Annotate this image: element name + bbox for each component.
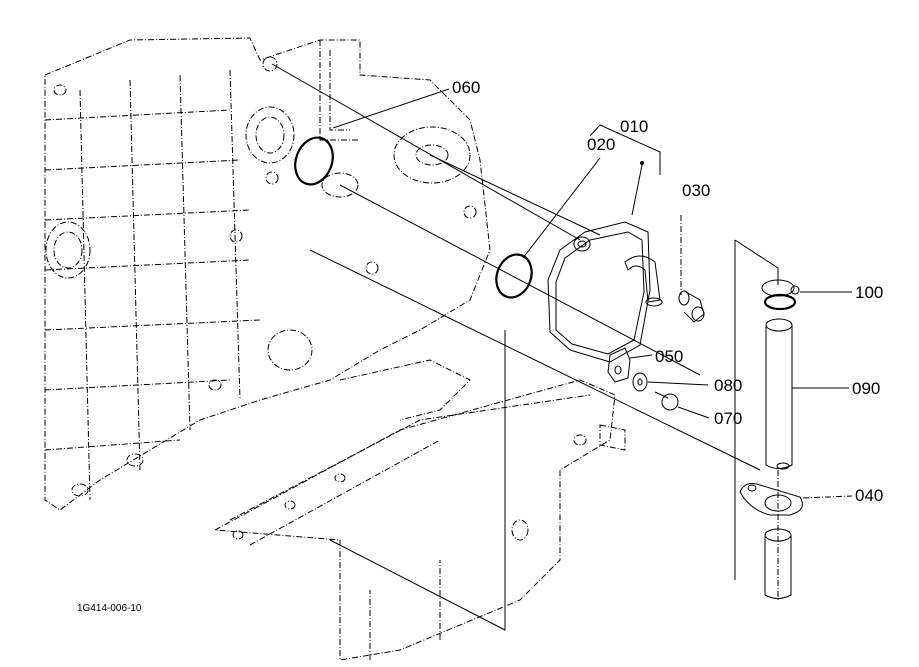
- label-060[interactable]: 060: [452, 78, 480, 97]
- label-070[interactable]: 070: [714, 409, 742, 428]
- breather-housing-010[interactable]: [547, 221, 663, 363]
- label-030[interactable]: 030: [682, 181, 710, 200]
- label-010[interactable]: 010: [620, 117, 648, 136]
- label-080[interactable]: 080: [714, 376, 742, 395]
- flange-plate-040[interactable]: [739, 483, 803, 516]
- plug-030[interactable]: [678, 290, 705, 323]
- pipe-lower: [764, 528, 792, 599]
- label-040[interactable]: 040: [855, 486, 883, 505]
- bracket-050[interactable]: [607, 347, 631, 383]
- engine-block: [44, 37, 491, 511]
- leader-lines: [332, 88, 853, 499]
- label-100[interactable]: 100: [855, 283, 883, 302]
- label-020[interactable]: 020: [587, 135, 615, 154]
- oil-pan: [213, 359, 626, 661]
- explode-lines: [271, 63, 779, 631]
- bolt-070[interactable]: [654, 391, 679, 411]
- clamp-100[interactable]: [761, 279, 800, 311]
- label-090[interactable]: 090: [852, 379, 880, 398]
- o-ring-060[interactable]: [289, 132, 339, 189]
- o-ring-020[interactable]: [491, 250, 538, 303]
- hose-090[interactable]: [765, 318, 793, 470]
- washer-080[interactable]: [632, 372, 648, 392]
- figure-code: 1G414-006-10: [77, 603, 142, 614]
- label-050[interactable]: 050: [655, 347, 683, 366]
